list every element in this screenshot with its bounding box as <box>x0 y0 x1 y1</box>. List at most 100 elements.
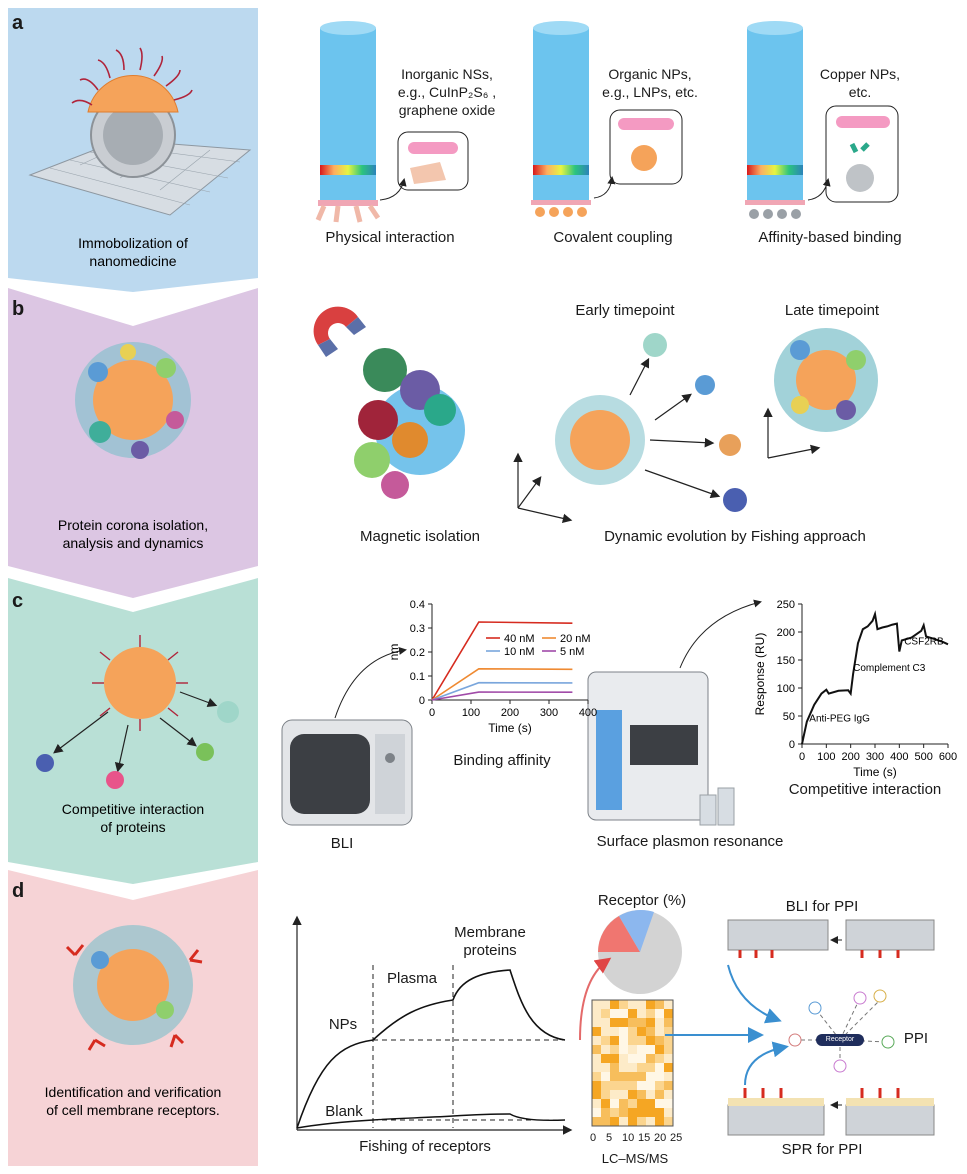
heatmap-cell <box>601 1072 610 1081</box>
bli-legend-label: 10 nM <box>504 646 535 658</box>
bli-y-tick-label: 0.1 <box>410 671 425 683</box>
heatmap-cell <box>664 1018 673 1027</box>
spr-y-tick-label: 250 <box>777 599 795 611</box>
heatmap-cell <box>628 1045 637 1054</box>
heatmap-cell <box>592 1117 601 1126</box>
spr-ppi-label: SPR for PPI <box>781 1141 863 1158</box>
spr-instrument-icon <box>587 671 735 826</box>
bli-series-0 <box>431 621 573 701</box>
heatmap-tick-label: 20 <box>654 1132 667 1144</box>
fishing-label: Fishing of receptors <box>359 1138 491 1155</box>
heatmap-cell <box>655 1036 664 1045</box>
col2-text-2: e.g., LNPs, etc. <box>602 84 698 100</box>
bli-x-tick-label: 200 <box>501 707 519 719</box>
axes-triad-icon <box>513 407 821 524</box>
heatmap-cell <box>664 1045 673 1054</box>
col1-text-1: Inorganic NSs, <box>401 66 493 82</box>
heatmap-cell <box>646 1090 655 1099</box>
heatmap-cell <box>628 1081 637 1090</box>
isolated-proteins-icon <box>354 348 465 499</box>
heatmap-cell <box>592 1099 601 1108</box>
ppi-node <box>833 1059 847 1073</box>
heatmap-cell <box>601 1045 610 1054</box>
heatmap-cell <box>655 1072 664 1081</box>
nps-label: NPs <box>328 1016 358 1033</box>
heatmap-cell <box>592 1054 601 1063</box>
heatmap-cell <box>637 1117 646 1126</box>
heatmap-cell <box>646 1099 655 1108</box>
heatmap-tick-label: 0 <box>590 1132 597 1144</box>
bli-legend-label: 40 nM <box>504 633 535 645</box>
heatmap-cell <box>637 1063 646 1072</box>
heatmap-cell <box>610 1081 619 1090</box>
spr-ppi-icon <box>727 1088 935 1136</box>
heatmap-cell <box>592 1000 601 1009</box>
protein-icon <box>36 754 54 772</box>
column-affinity-icon <box>745 21 805 219</box>
heatmap-cell <box>619 1045 628 1054</box>
spr-y-tick-label: 50 <box>783 711 795 723</box>
heatmap-cell <box>619 1090 628 1099</box>
heatmap-cell <box>646 1000 655 1009</box>
spr-y-label: Response (RU) <box>753 633 767 716</box>
heatmap-tick-label: 25 <box>670 1132 683 1144</box>
heatmap-cell <box>646 1054 655 1063</box>
heatmap-cell <box>592 1081 601 1090</box>
bli-x-label: Time (s) <box>488 721 532 735</box>
spr-x-tick-label: 200 <box>841 751 859 763</box>
panel-c-side-label-1: Competitive interaction <box>62 801 204 817</box>
heatmap-cell <box>619 1054 628 1063</box>
heatmap-cell <box>601 1108 610 1117</box>
heatmap-cell <box>655 1081 664 1090</box>
heatmap-cell <box>592 1018 601 1027</box>
ppi-node <box>873 989 887 1003</box>
heatmap-cell <box>646 1063 655 1072</box>
heatmap-cell <box>655 1099 664 1108</box>
spr-y-tick-label: 150 <box>777 655 795 667</box>
col2-text-1: Organic NPs, <box>608 66 692 82</box>
heatmap-cell <box>637 1054 646 1063</box>
bli-series-3 <box>431 691 573 701</box>
receptor-pct-label: Receptor (%) <box>597 892 687 909</box>
heatmap-cell <box>610 1090 619 1099</box>
heatmap-cell <box>628 1018 637 1027</box>
ppi-node <box>788 1033 802 1047</box>
panel-letter-b: b <box>12 298 25 320</box>
spr-x-tick-label: 300 <box>866 751 884 763</box>
heatmap-cell <box>619 1027 628 1036</box>
heatmap-cell <box>637 1072 646 1081</box>
caption-affinity: Affinity-based binding <box>758 229 902 246</box>
heatmap-cell <box>610 1036 619 1045</box>
ppi-label: PPI <box>903 1030 929 1047</box>
heatmap-cell <box>637 1081 646 1090</box>
bli-x-tick-label: 100 <box>462 707 480 719</box>
spr-x-tick-label: 500 <box>914 751 932 763</box>
heatmap-cell <box>628 1117 637 1126</box>
spr-x-label: Time (s) <box>853 765 897 779</box>
free-protein-icon <box>695 375 715 395</box>
bli-y-tick-label: 0.4 <box>410 599 425 611</box>
heatmap-cell <box>601 1018 610 1027</box>
spr-sensorgram-line <box>801 610 949 745</box>
late-timepoint-label: Late timepoint <box>784 302 880 319</box>
lcms-label: LC–MS/MS <box>601 1151 669 1166</box>
heatmap-cell <box>601 1027 610 1036</box>
heatmap-cell <box>637 1045 646 1054</box>
receptor-node-label: Receptor <box>825 1036 855 1043</box>
magnet-icon <box>313 306 366 357</box>
heatmap-cell <box>664 1054 673 1063</box>
bli-legend-label: 5 nM <box>560 646 584 658</box>
heatmap-frame <box>591 999 674 1127</box>
lcms-heatmap <box>591 999 674 1127</box>
bli-y-label: nm <box>387 644 401 661</box>
zoom-box-affinity <box>825 105 899 203</box>
heatmap-cell <box>628 1099 637 1108</box>
heatmap-cell <box>619 1117 628 1126</box>
col3-text-1: Copper NPs, <box>819 66 901 82</box>
heatmap-cell <box>655 1000 664 1009</box>
caption-dynamic-evolution: Dynamic evolution by Fishing approach <box>604 528 866 545</box>
bli-y-tick-label: 0.2 <box>410 647 425 659</box>
heatmap-tick-label: 10 <box>622 1132 635 1144</box>
